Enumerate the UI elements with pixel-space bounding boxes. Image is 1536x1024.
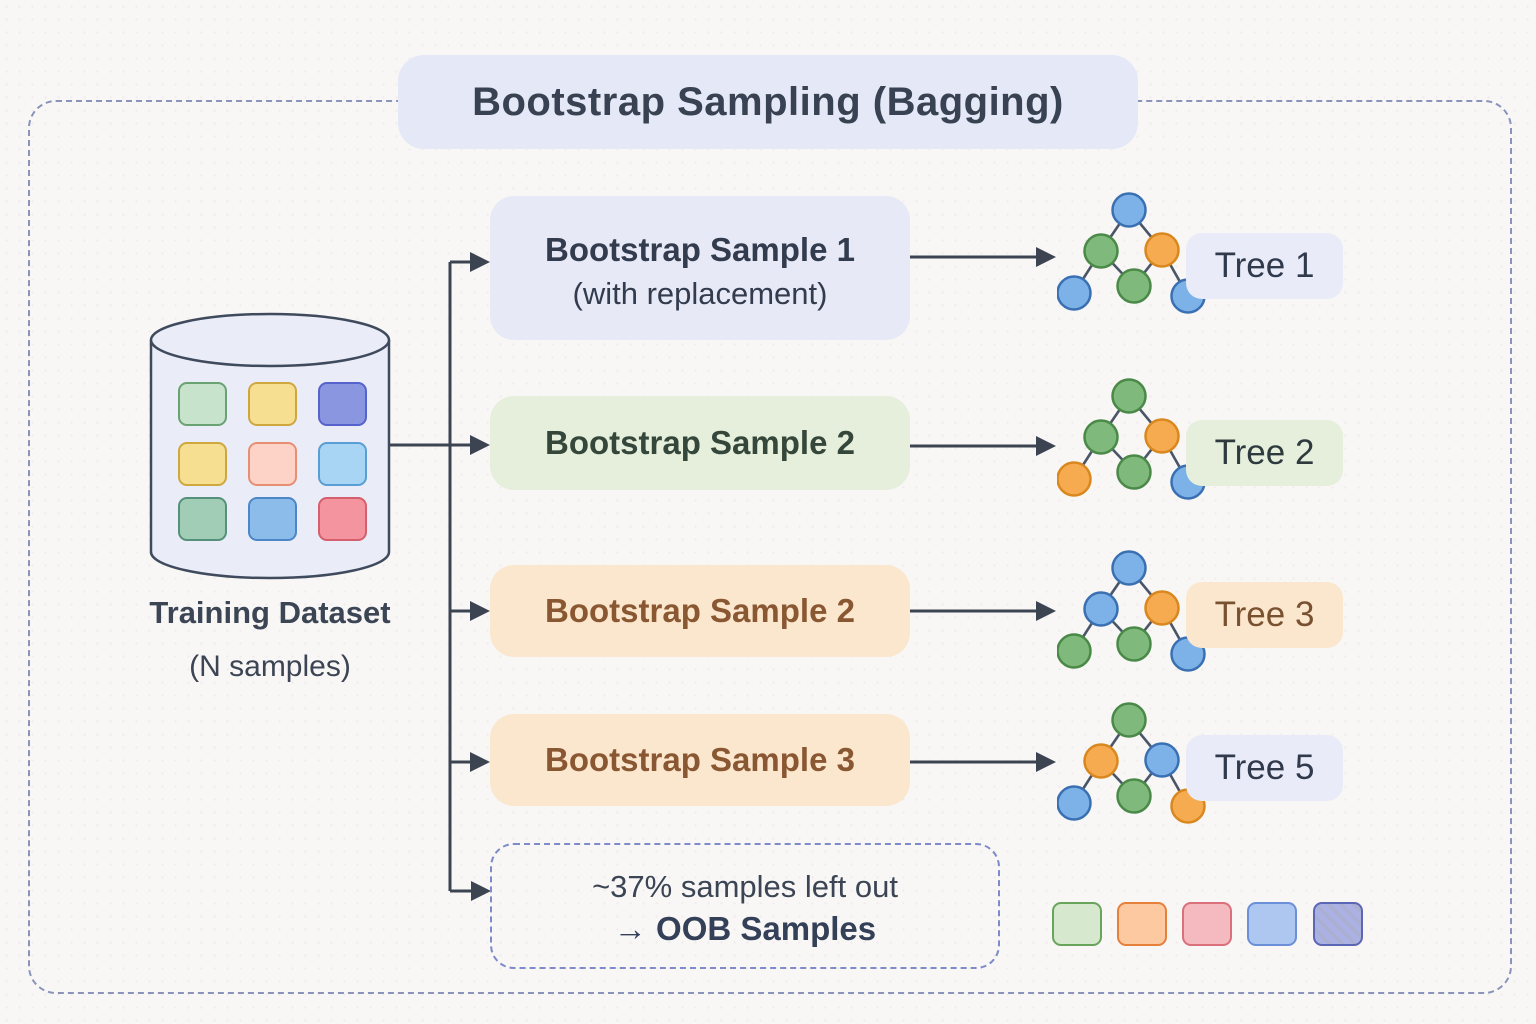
legend-square (1247, 902, 1297, 946)
legend-square (1182, 902, 1232, 946)
bootstrap-sample-2-label: Bootstrap Sample 2 (545, 424, 855, 462)
green-tree-node (1116, 626, 1152, 662)
green-tree-node (1083, 233, 1119, 269)
dataset-label: Training Dataset (149, 595, 391, 630)
diagram-title-box: Bootstrap Sampling (Bagging) (398, 55, 1138, 149)
dataset-square (318, 497, 367, 541)
decision-tree-4-icon (1057, 702, 1206, 824)
dataset-square (318, 382, 367, 426)
tree-5-label: Tree 5 (1214, 748, 1315, 787)
green-tree-node (1116, 268, 1152, 304)
bootstrap-sample-2-box: Bootstrap Sample 2 (490, 396, 910, 490)
bootstrap-sample-4-box: Bootstrap Sample 3 (490, 714, 910, 806)
legend-square-hatched (1313, 902, 1363, 946)
blue-tree-node (1111, 550, 1147, 586)
legend-square (1052, 902, 1102, 946)
oob-samples-box: ~37% samples left out → OOB Samples (490, 843, 1000, 969)
blue-tree-node (1083, 591, 1119, 627)
bootstrap-sample-3-box: Bootstrap Sample 2 (490, 565, 910, 657)
tree-1-label-box: Tree 1 (1186, 233, 1343, 299)
oob-left-out-text: ~37% samples left out (592, 868, 898, 904)
bootstrap-sample-3-label: Bootstrap Sample 2 (545, 592, 855, 630)
green-tree-node (1083, 419, 1119, 455)
bootstrap-sample-4-label: Bootstrap Sample 3 (545, 741, 855, 779)
tree-3-label: Tree 3 (1214, 595, 1315, 634)
dataset-square (248, 382, 297, 426)
orange-tree-node (1144, 590, 1180, 626)
orange-tree-node (1144, 418, 1180, 454)
orange-tree-node (1057, 461, 1092, 497)
decision-tree-1-icon (1057, 192, 1206, 314)
bootstrap-sample-1-sublabel: (with replacement) (572, 275, 828, 311)
legend-square (1117, 902, 1167, 946)
blue-tree-node (1144, 742, 1180, 778)
tree-5-label-box: Tree 5 (1186, 735, 1343, 801)
green-tree-node (1111, 378, 1147, 414)
blue-tree-node (1057, 275, 1092, 311)
green-tree-node (1116, 454, 1152, 490)
dataset-square (178, 497, 227, 541)
green-tree-node (1057, 633, 1092, 669)
dataset-samples-grid (178, 382, 368, 542)
decision-tree-3-icon (1057, 550, 1206, 672)
dataset-square (318, 442, 367, 486)
bootstrap-sample-1-label: Bootstrap Sample 1 (545, 231, 855, 269)
dataset-square (248, 442, 297, 486)
tree-1-label: Tree 1 (1214, 246, 1315, 285)
tree-2-label-box: Tree 2 (1186, 420, 1343, 486)
green-tree-node (1111, 702, 1147, 738)
blue-tree-node (1111, 192, 1147, 228)
bootstrap-sample-1-box: Bootstrap Sample 1 (with replacement) (490, 196, 910, 340)
oob-samples-text: → OOB Samples (613, 910, 877, 948)
tree-3-label-box: Tree 3 (1186, 582, 1343, 648)
dataset-square (178, 382, 227, 426)
tree-2-label: Tree 2 (1214, 433, 1315, 472)
blue-tree-node (1057, 785, 1092, 821)
decision-tree-2-icon (1057, 378, 1206, 500)
dataset-sublabel: (N samples) (189, 650, 351, 683)
orange-tree-node (1144, 232, 1180, 268)
dataset-square (178, 442, 227, 486)
orange-tree-node (1083, 743, 1119, 779)
dataset-square (248, 497, 297, 541)
green-tree-node (1116, 778, 1152, 814)
diagram-title: Bootstrap Sampling (Bagging) (472, 79, 1064, 124)
